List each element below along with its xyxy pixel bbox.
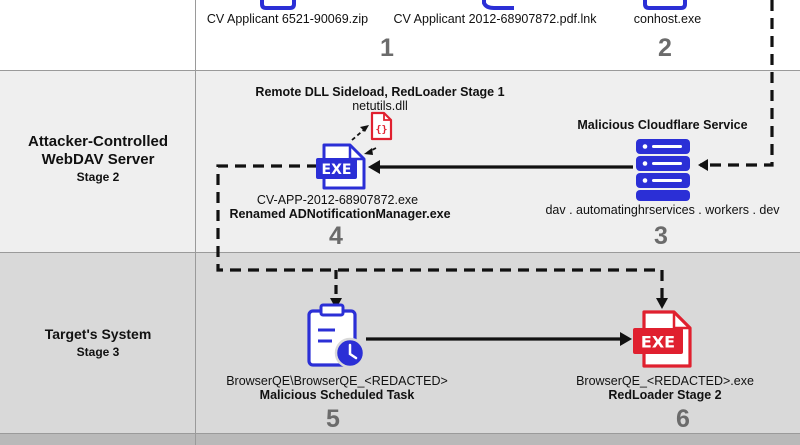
zip-file-icon [260,0,296,10]
stage-1-label-cell [0,0,196,70]
arrowhead-into-redloader-stage2 [656,298,668,309]
step-number-3: 3 [654,222,668,250]
stage-2-subtitle: Stage 2 [76,170,120,184]
cloudflare-service-title: Malicious Cloudflare Service [577,118,748,132]
stage-3-title: Target's System [44,326,152,342]
conhost-file-name: conhost.exe [633,12,702,26]
stage-4-row [0,433,800,445]
dll-icon-glyph: {} [375,125,387,136]
stage-3-subtitle: Stage 3 [76,345,120,359]
lnk-file-icon [482,0,514,10]
stage-3-label-cell: Target's System Stage 3 [0,253,196,433]
step-number-1: 1 [380,34,394,62]
sideload-title: Remote DLL Sideload, RedLoader Stage 1 [255,85,505,99]
redloader-exe-file-name: BrowserQE_<REDACTED>.exe [576,374,754,388]
exe-icon-label: EXE [322,162,352,178]
arrowhead-into-cloudflare [698,159,708,171]
step-number-2: 2 [658,34,672,62]
zip-file-name: CV Applicant 6521-90069.zip [206,12,369,26]
stage-2-title-line1: Attacker-Controlled [27,133,169,150]
dll-file-name: netutils.dll [352,99,408,113]
dashed-path-conhost-to-cloudflare [700,0,774,167]
cloudflare-domain: dav . automatinghrservices . workers . d… [545,203,780,217]
renamed-exe-description: Renamed ADNotificationManager.exe [229,207,451,221]
conhost-exe-icon [643,0,687,10]
server-stack-icon [636,139,690,201]
scheduled-task-label: Malicious Scheduled Task [259,388,415,402]
redloader-exe-icon-label: EXE [641,333,675,352]
step-number-4: 4 [329,222,343,250]
stage-4-label-cell [0,434,196,445]
step-number-6: 6 [676,405,690,433]
dashed-path-exe-to-stage3 [216,164,664,300]
scheduled-task-icon [307,303,366,369]
stage-2-label-cell: Attacker-Controlled WebDAV Server Stage … [0,71,196,252]
renamed-exe-file-name: CV-APP-2012-68907872.exe [256,193,419,207]
redloader-stage2-label: RedLoader Stage 2 [608,388,722,402]
step-number-5: 5 [326,405,340,433]
stage-2-title-line2: WebDAV Server [41,151,155,168]
scheduled-task-path: BrowserQE\BrowserQE_<REDACTED> [226,374,448,388]
lnk-file-name: CV Applicant 2012-68907872.pdf.lnk [393,12,597,26]
dll-file-icon: {} [370,111,393,141]
stage-1-row [0,0,800,70]
redloader-exe-icon: EXE [633,310,692,368]
renamed-exe-icon: EXE [316,143,366,190]
